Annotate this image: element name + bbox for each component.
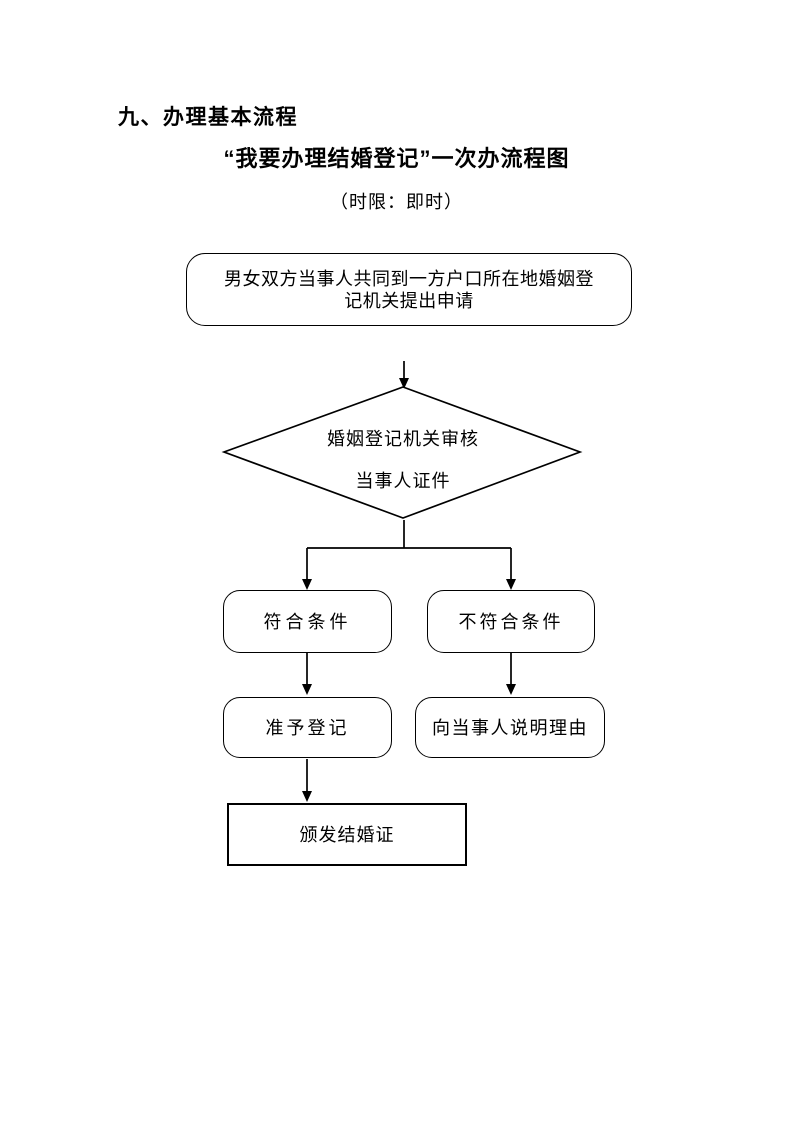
flowchart-title: “我要办理结婚登记”一次办流程图 bbox=[223, 146, 570, 171]
flow-decision-line2: 当事人证件 bbox=[355, 471, 451, 491]
arrowhead-down-icon bbox=[506, 579, 516, 590]
flow-node-issue-certificate: 颁发结婚证 bbox=[227, 803, 467, 866]
flow-decision-line1: 婚姻登记机关审核 bbox=[327, 429, 479, 449]
arrowhead-down-icon bbox=[302, 684, 312, 695]
connector-not-eligible-to-explain bbox=[506, 653, 516, 695]
time-limit-note: （时限：即时） bbox=[330, 192, 463, 212]
connector-branch-to-not-eligible bbox=[506, 548, 516, 590]
flow-node-not-eligible: 不符合条件 bbox=[427, 590, 595, 653]
flow-node-explain: 向当事人说明理由 bbox=[415, 697, 605, 758]
arrowhead-down-icon bbox=[399, 378, 409, 389]
flow-node-eligible: 符合条件 bbox=[223, 590, 392, 653]
flow-node-start: 男女双方当事人共同到一方户口所在地婚姻登 记机关提出申请 bbox=[186, 253, 632, 326]
connector-eligible-to-register bbox=[302, 653, 312, 695]
connector-branch-to-eligible bbox=[302, 548, 312, 590]
arrowhead-down-icon bbox=[302, 579, 312, 590]
decision-diamond bbox=[221, 386, 583, 519]
flow-node-register: 准予登记 bbox=[223, 697, 392, 758]
connector-register-to-issue bbox=[302, 759, 312, 802]
connector-decision-to-branch bbox=[307, 520, 511, 549]
arrowhead-down-icon bbox=[302, 791, 312, 802]
arrowhead-down-icon bbox=[506, 684, 516, 695]
section-heading: 九、办理基本流程 bbox=[118, 106, 298, 129]
connector-start-to-decision bbox=[399, 361, 409, 389]
